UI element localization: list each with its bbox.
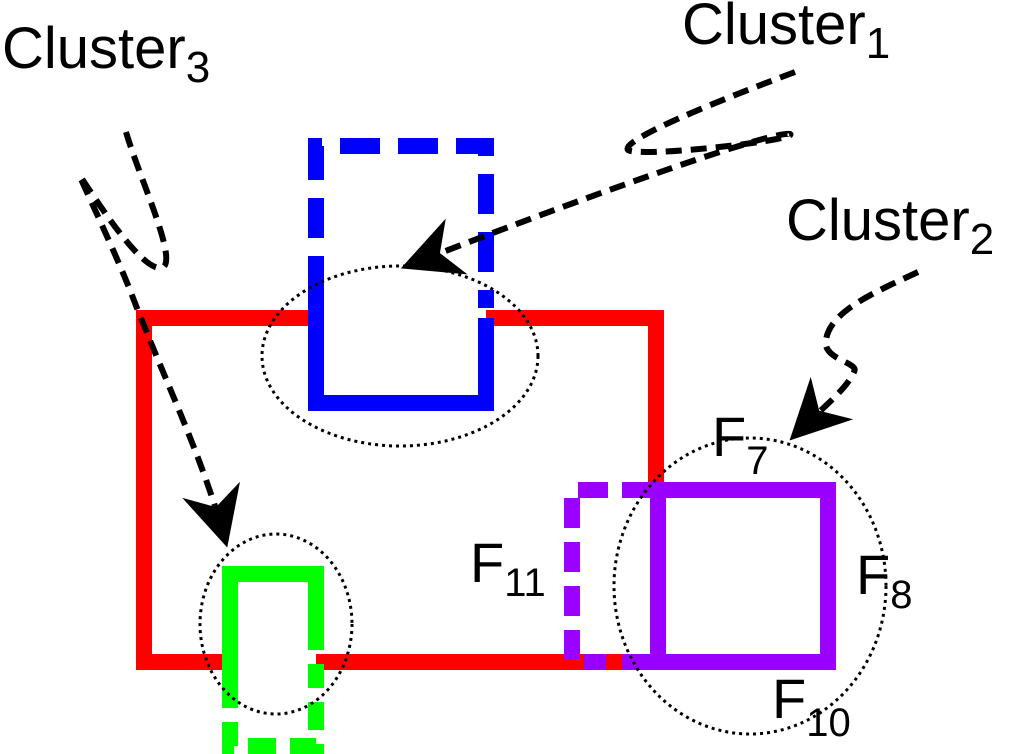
purple-solid-square: [622, 482, 836, 670]
f8-label: F8: [856, 543, 912, 617]
green-region: [222, 566, 324, 754]
cluster2-label: Cluster2: [786, 188, 994, 264]
f11-label: F11: [470, 531, 546, 605]
purple-region: [564, 482, 836, 670]
cluster1-ellipse: [260, 264, 540, 448]
cluster2-ellipse: [612, 436, 888, 736]
cluster2-arrow: [789, 269, 920, 441]
red-outline-right: [486, 310, 664, 490]
cluster1-label: Cluster1: [682, 0, 890, 68]
cluster3-ellipse: [198, 532, 354, 716]
blue-solid-edge: [308, 296, 494, 411]
f10-label: F10: [772, 667, 851, 745]
red-outline: [136, 310, 308, 670]
f7-label: F7: [712, 405, 768, 483]
cluster3-arrow: [76, 131, 240, 548]
blue-dashed-edge: [308, 138, 494, 308]
green-solid-edge: [222, 566, 324, 680]
cluster3-label: Cluster3: [2, 16, 210, 92]
green-dashed-edge: [222, 664, 324, 754]
cluster1-arrow: [400, 69, 797, 275]
blue-region: [308, 138, 494, 411]
purple-dashed-edge: [564, 482, 608, 670]
